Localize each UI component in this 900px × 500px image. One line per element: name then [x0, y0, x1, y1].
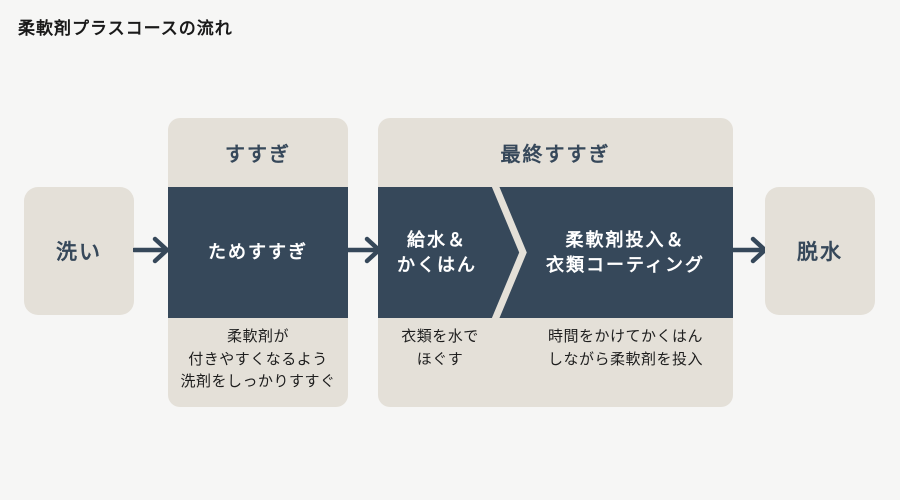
softener-coating-caption-line: 時間をかけてかくはん [547, 328, 703, 345]
wash-step-label: 洗い [56, 241, 102, 264]
softener-coating-caption-line: しながら柔軟剤を投入 [547, 350, 703, 368]
flow-arrow-icon [133, 236, 169, 264]
flow-arrow-icon [345, 236, 381, 264]
rinse-group: すすぎ ためすすぎ 柔軟剤が 付きやすくなるよう 洗剤をしっかりすすぐ [168, 118, 348, 407]
wash-step-box: 洗い [24, 187, 134, 315]
rinse-group-header: すすぎ [225, 144, 291, 166]
water-fill-caption: 衣類を水で ほぐす [378, 318, 502, 371]
rinse-caption: 柔軟剤が 付きやすくなるよう 洗剤をしっかりすすぐ [168, 318, 348, 394]
final-rinse-captions: 衣類を水で ほぐす 時間をかけてかくはん しながら柔軟剤を投入 [378, 318, 733, 407]
softener-coating-stage-label: 柔軟剤投入＆ 衣類コーティング [546, 229, 705, 275]
page-title: 柔軟剤プラスコースの流れ [18, 19, 233, 38]
softener-coating-stage: 柔軟剤投入＆ 衣類コーティング [518, 187, 733, 318]
rinse-caption-line: 柔軟剤が [226, 328, 289, 345]
final-rinse-stage-band: 給水＆ かくはん 柔軟剤投入＆ 衣類コーティング [378, 187, 733, 318]
water-fill-caption-line: ほぐす [416, 350, 464, 368]
rinse-caption-line: 付きやすくなるよう [188, 350, 328, 368]
water-fill-stage: 給水＆ かくはん [378, 187, 496, 318]
rinse-caption-line: 洗剤をしっかりすすぐ [180, 373, 336, 390]
softener-coating-caption: 時間をかけてかくはん しながら柔軟剤を投入 [518, 318, 733, 371]
water-fill-caption-line: 衣類を水で [401, 328, 479, 345]
flow-arrow-icon [731, 236, 767, 264]
spin-step-label: 脱水 [797, 241, 843, 264]
chevron-divider-icon [491, 187, 527, 318]
final-rinse-group-header: 最終すすぎ [500, 144, 611, 166]
final-rinse-group: 最終すすぎ 給水＆ かくはん 柔軟剤投入＆ 衣類コーティング 衣類を水で [378, 118, 733, 407]
water-fill-stage-label: 給水＆ かくはん [397, 229, 477, 275]
rinse-stage-band: ためすすぎ [168, 187, 348, 318]
spin-step-box: 脱水 [765, 187, 875, 315]
rinse-stage-label: ためすすぎ [208, 242, 308, 262]
